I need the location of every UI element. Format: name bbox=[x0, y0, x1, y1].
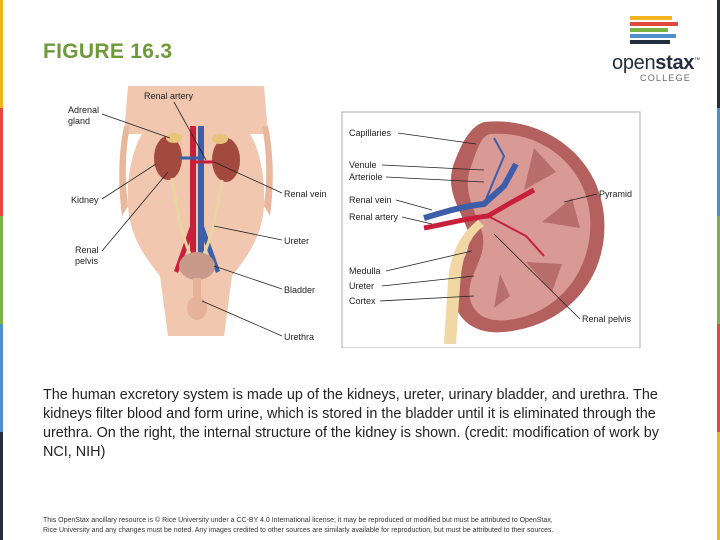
label-ureter-right: Ureter bbox=[349, 281, 374, 291]
edge-segment bbox=[0, 216, 3, 324]
edge-segment bbox=[717, 324, 720, 432]
figure-title: FIGURE 16.3 bbox=[43, 40, 173, 63]
label-bladder: Bladder bbox=[284, 285, 315, 295]
kidney-cross-section bbox=[341, 111, 641, 349]
label-venule: Venule bbox=[349, 160, 377, 170]
label-renal-vein-right: Renal vein bbox=[349, 195, 392, 205]
edge-segment bbox=[0, 0, 3, 108]
label-medulla: Medulla bbox=[349, 266, 381, 276]
edge-segment bbox=[717, 216, 720, 324]
label-pyramid: Pyramid bbox=[599, 189, 632, 199]
body-illustration bbox=[119, 86, 273, 336]
label-ureter-left: Ureter bbox=[284, 236, 309, 246]
label-adrenal-gland-2: gland bbox=[68, 116, 90, 126]
edge-segment bbox=[0, 324, 3, 432]
openstax-logo: openstax™ COLLEGE bbox=[608, 16, 700, 83]
label-kidney: Kidney bbox=[71, 195, 99, 205]
logo-wordmark: openstax™ bbox=[612, 52, 700, 74]
left-labels: Adrenal gland Renal artery Kidney Renal … bbox=[68, 91, 327, 342]
logo-college: COLLEGE bbox=[640, 73, 691, 83]
footer-line-1: This OpenStax ancillary resource is © Ri… bbox=[43, 517, 553, 524]
right-labels: Capillaries Venule Arteriole Renal vein … bbox=[349, 128, 632, 324]
label-renal-artery-top: Renal artery bbox=[144, 91, 194, 101]
figure-caption: The human excretory system is made up of… bbox=[43, 387, 659, 460]
left-color-strip bbox=[0, 0, 3, 540]
label-capillaries: Capillaries bbox=[349, 128, 392, 138]
excretory-system-figure: Adrenal gland Renal artery Kidney Renal … bbox=[64, 86, 644, 349]
edge-segment bbox=[717, 432, 720, 540]
figure-illustration: Adrenal gland Renal artery Kidney Renal … bbox=[68, 86, 641, 349]
label-renal-artery-right: Renal artery bbox=[349, 212, 399, 222]
label-renal-pelvis: Renal bbox=[75, 245, 99, 255]
label-adrenal-gland: Adrenal bbox=[68, 105, 99, 115]
edge-segment bbox=[0, 432, 3, 540]
logo-bars-icon bbox=[630, 16, 678, 46]
license-footer: This OpenStax ancillary resource is © Ri… bbox=[43, 516, 683, 535]
edge-segment bbox=[717, 108, 720, 216]
label-cortex: Cortex bbox=[349, 296, 376, 306]
label-urethra: Urethra bbox=[284, 332, 314, 342]
label-arteriole: Arteriole bbox=[349, 172, 383, 182]
label-renal-pelvis-right: Renal pelvis bbox=[582, 314, 632, 324]
edge-segment bbox=[717, 0, 720, 108]
footer-line-2: Rice University and any changes must be … bbox=[43, 526, 554, 534]
label-renal-vein-left: Renal vein bbox=[284, 189, 327, 199]
label-renal-pelvis-2: pelvis bbox=[75, 256, 99, 266]
right-color-strip bbox=[717, 0, 720, 540]
edge-segment bbox=[0, 108, 3, 216]
